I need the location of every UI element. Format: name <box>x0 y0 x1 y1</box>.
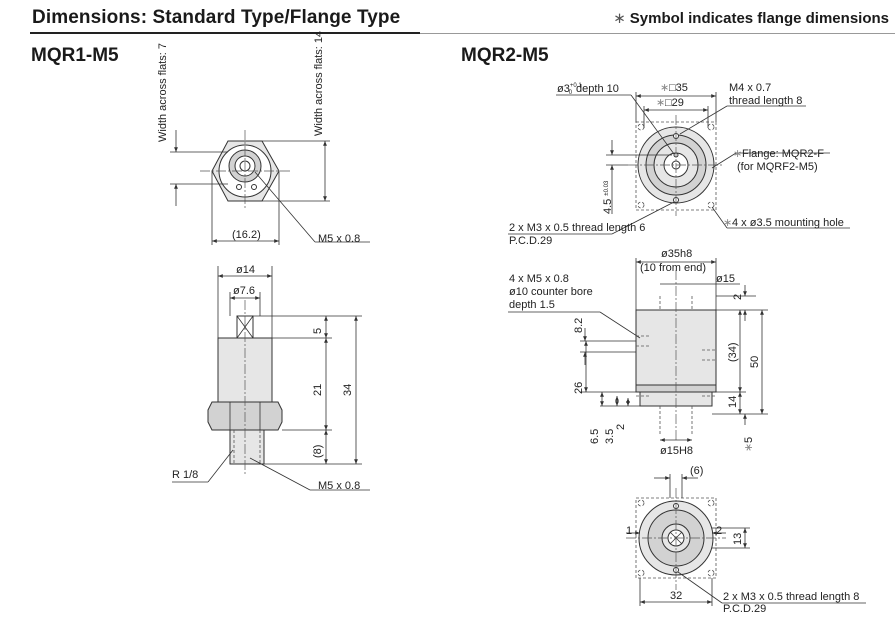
dim-5-label: 5 <box>743 437 755 443</box>
dim-21-label: 21 <box>312 384 324 396</box>
sq35-asterisk: ∗ <box>660 82 669 94</box>
dim-2b-label: 2 <box>615 424 627 430</box>
m5-line1: 4 x M5 x 0.8 <box>509 273 569 285</box>
mqr1-side-thread <box>229 429 265 465</box>
mqr1-top-m5-label: M5 x 0.8 <box>318 233 360 245</box>
mqr1-top-small-hole <box>251 184 257 190</box>
dim-34-label: 34 <box>342 384 354 396</box>
leader-line <box>677 571 723 604</box>
sq35-label: □35 <box>669 82 688 94</box>
d15-label: ø15 <box>716 273 735 285</box>
thread-r-label: R 1/8 <box>172 469 198 481</box>
leader-line <box>630 94 675 155</box>
dim-16-2-label: (16.2) <box>232 229 261 241</box>
mqr1-side-m5-label: M5 x 0.8 <box>318 480 360 492</box>
d3-value: ø3 <box>557 83 570 95</box>
sq29-value: 29 <box>672 97 684 109</box>
mqr1-top-small-hole <box>236 184 242 190</box>
mqr2-bottom-mounting-hole <box>707 499 715 507</box>
mqr2-bottom-mounting-hole <box>637 499 645 507</box>
dim-26-label: 26 <box>573 382 585 394</box>
m3-line1: 2 x M3 x 0.5 thread length 6 <box>509 222 645 234</box>
leader-line <box>249 457 311 491</box>
d3-depth-suffix: depth 10 <box>576 83 619 95</box>
d15h8-label: ø15H8 <box>660 445 693 457</box>
mqr1-top-view: Width across flats: 7 Width across flats… <box>157 31 370 245</box>
width-across-flats-7-label: Width across flats: 7 <box>157 43 169 142</box>
flange-asterisk: ∗ <box>733 148 742 160</box>
dim-5-asterisk: ∗ <box>743 443 755 452</box>
leader-line <box>711 152 737 169</box>
dim-8-2-label: 8.2 <box>573 318 585 333</box>
dim-2a-label: 2 <box>732 294 744 300</box>
section-title: Dimensions: Standard Type/Flange Type <box>32 7 401 28</box>
mqr2-mounting-hole <box>707 123 715 131</box>
dim-5-label: 5 <box>312 328 324 334</box>
m5-line2: ø10 counter bore <box>509 286 593 298</box>
leader-line <box>611 201 675 235</box>
dim-8-label: (8) <box>312 445 324 458</box>
dim-50-label: 50 <box>749 356 761 368</box>
m4-line2: thread length 8 <box>729 95 802 107</box>
model-title-mqr1: MQR1-M5 <box>31 45 119 66</box>
leader-line <box>599 311 641 339</box>
sq35-value: 35 <box>676 82 688 94</box>
d3-tol-lower: 0 <box>569 90 573 96</box>
sq29-asterisk: ∗ <box>656 97 665 109</box>
mqr2-bottom-view: (6) 1 2 13 32 2 x M3 x 0.5 thread length… <box>626 465 866 615</box>
dim-1-label: 1 <box>626 525 632 537</box>
m4-line1: M4 x 0.7 <box>729 82 771 94</box>
header: Dimensions: Standard Type/Flange Type ∗S… <box>0 0 895 38</box>
dim-32-label: 32 <box>670 590 682 602</box>
mounting-hole-label: 4 x ø3.5 mounting hole <box>732 217 844 229</box>
flange-line1: Flange: MQR2-F <box>742 148 824 160</box>
mqr2-bottom-mounting-hole <box>707 569 715 577</box>
dim-14-label: 14 <box>727 396 739 408</box>
d35h8-label: ø35h8 <box>661 248 692 260</box>
mqr1-side-view: ø14 ø7.6 5 21 (8) 34 R 1/8 M5 x 0.8 <box>172 264 370 492</box>
mqr2-bottom-mounting-hole <box>637 569 645 577</box>
dim-4-5-label: 4.5 ±0.03 <box>602 180 614 214</box>
leader-line <box>254 171 316 243</box>
leader-line <box>679 105 728 135</box>
mqr2-mounting-hole <box>707 201 715 209</box>
mqr2-mounting-hole <box>637 123 645 131</box>
dim-6-label: (6) <box>690 465 703 477</box>
mqr2-side-view: ø35h8 (10 from end) ø15 4 x M5 x 0.8 ø10… <box>508 248 768 457</box>
width-across-flats-14-label: Width across flats: 14 <box>313 31 325 136</box>
sq29-label: □29 <box>665 97 684 109</box>
dim-d7-6-label: ø7.6 <box>233 285 255 297</box>
bottom-m3-line1: 2 x M3 x 0.5 thread length 8 <box>723 591 859 603</box>
m5-line3: depth 1.5 <box>509 299 555 311</box>
header-rule <box>420 33 895 34</box>
flange-line2: (for MQRF2-M5) <box>737 161 818 173</box>
from-end-label: (10 from end) <box>640 262 706 274</box>
leader-line <box>711 206 728 229</box>
dim-6-5-label: 6.5 <box>589 429 601 444</box>
flange-note: ∗Symbol indicates flange dimensions <box>613 9 889 27</box>
dim-13-label: 13 <box>732 533 744 545</box>
dim-4-5-value: 4.5 <box>602 199 614 214</box>
note-text: Symbol indicates flange dimensions <box>629 10 889 27</box>
mqr2-mounting-hole <box>637 201 645 209</box>
bottom-m3-line2: P.C.D.29 <box>723 603 766 615</box>
dim-2-label: 2 <box>716 525 722 537</box>
title-underline <box>30 32 420 34</box>
m3-line2: P.C.D.29 <box>509 235 552 247</box>
mqr1-port-hatch <box>236 315 254 339</box>
note-asterisk: ∗ <box>613 10 626 27</box>
dim-34-label: (34) <box>727 342 739 362</box>
model-title-mqr2: MQR2-M5 <box>461 45 549 66</box>
dim-d14-label: ø14 <box>236 264 255 276</box>
mounting-asterisk: ∗ <box>723 217 732 229</box>
leader-line <box>207 449 234 483</box>
dim-3-5-label: 3.5 <box>604 429 616 444</box>
dim-4-5-tol: ±0.03 <box>604 180 610 196</box>
d3-tol-upper: +0.1 <box>570 83 583 89</box>
